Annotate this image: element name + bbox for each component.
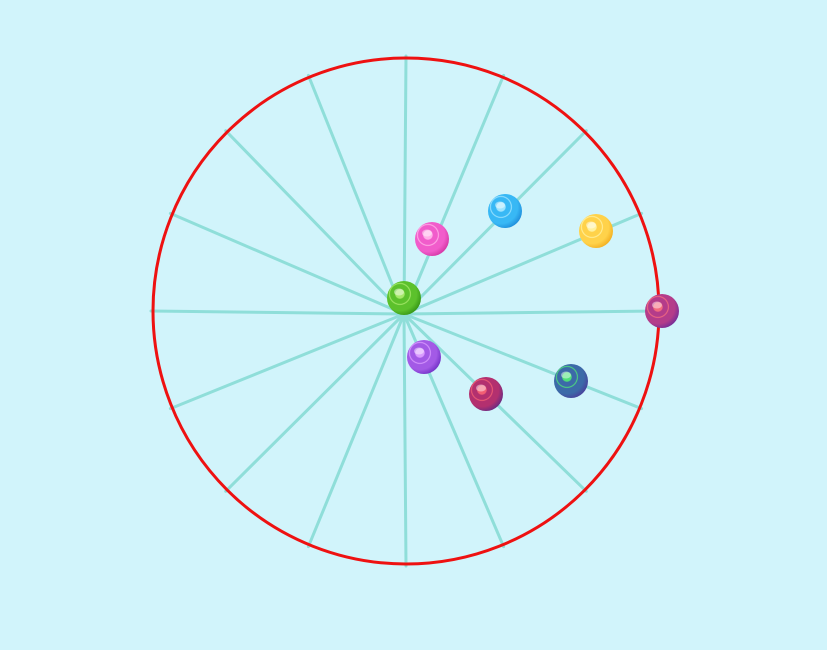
ball-highlight	[561, 371, 571, 379]
spoke-line	[402, 309, 663, 316]
spoke-line	[168, 211, 406, 316]
ball-yellow[interactable]	[579, 214, 613, 248]
ball-pink[interactable]	[415, 222, 449, 256]
ball-green[interactable]	[387, 281, 421, 315]
spoke-line	[402, 54, 408, 316]
ball-indigo-green[interactable]	[554, 364, 588, 398]
ball-blue[interactable]	[488, 194, 522, 228]
spoke-line	[402, 312, 644, 411]
ball-purple[interactable]	[407, 340, 441, 374]
ball-highlight	[586, 221, 596, 229]
ball-highlight	[495, 201, 505, 209]
spoke-line	[306, 312, 406, 549]
spoke-line	[149, 309, 406, 316]
balls-layer	[387, 194, 679, 411]
spoke-line	[224, 129, 406, 316]
spoke-line	[402, 312, 408, 568]
ball-highlight	[422, 229, 432, 237]
ball-highlight	[414, 347, 424, 355]
ball-highlight	[476, 384, 486, 392]
spoke-line	[224, 312, 406, 493]
ball-crimson[interactable]	[469, 377, 503, 411]
ball-highlight	[652, 301, 662, 309]
spoke-line	[306, 73, 406, 316]
ball-highlight	[394, 288, 404, 296]
ball-purple-red[interactable]	[645, 294, 679, 328]
spoke-line	[402, 73, 506, 316]
spoke-line	[168, 312, 406, 411]
